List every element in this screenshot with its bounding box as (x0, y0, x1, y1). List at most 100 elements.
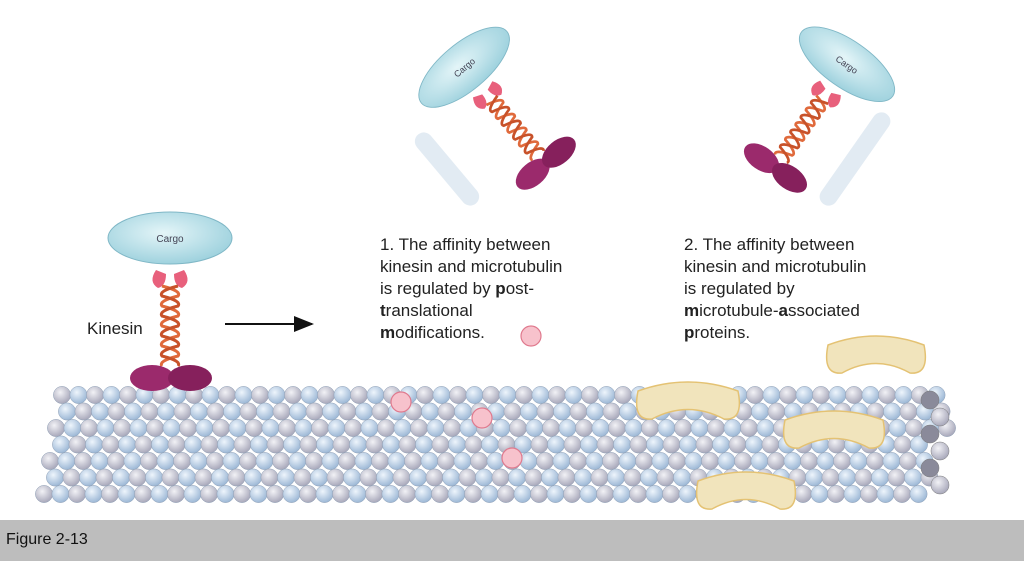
tubulin-subunit (552, 452, 571, 470)
tubulin-subunit (524, 468, 543, 487)
tubulin-subunit (767, 402, 786, 421)
tubulin-subunit (679, 435, 697, 454)
tubulin-subunit (322, 402, 340, 421)
tubulin-subunit (909, 485, 928, 503)
caption-maps-line4: microtubule-associated (684, 301, 860, 320)
tubulin-subunit (651, 452, 670, 470)
tubulin-subunit (239, 402, 258, 421)
motor-head (515, 158, 550, 190)
tubulin-subunit (150, 485, 169, 503)
tubulin-subunit (190, 402, 208, 421)
tubulin-subunit (35, 485, 53, 503)
tubulin-subunit (107, 452, 125, 470)
tubulin-subunit (612, 485, 631, 503)
tubulin-subunit (866, 452, 884, 470)
tubulin-subunit (486, 452, 505, 470)
tubulin-subunit (68, 485, 86, 503)
tubulin-subunit (354, 452, 373, 470)
kinesin-motor-panel2: Cargo (743, 26, 896, 193)
tubulin-subunit (746, 386, 764, 404)
tubulin-subunit (767, 452, 785, 470)
kinesin-microtubule-diagram: Cargo Cargo Cargo (35, 26, 956, 510)
figure-label: Figure 2-13 (6, 531, 88, 548)
tubulin-subunit (833, 452, 851, 470)
tubulin-subunit (195, 419, 214, 437)
tubulin-subunit (90, 452, 109, 470)
coiled-coil-stalk (488, 94, 546, 155)
tubulin-subunit (294, 419, 313, 437)
tubulin-subunit (349, 435, 367, 454)
tubulin-subunit (509, 419, 527, 437)
tubulin-subunit (156, 452, 175, 470)
motor-head (771, 162, 808, 193)
tubulin-subunit (266, 485, 284, 503)
tubulin-subunit (454, 402, 472, 421)
tubulin-subunit (300, 386, 319, 404)
tubulin-subunit (101, 435, 120, 454)
tubulin-subunit (392, 468, 411, 487)
tubulin-subunit (57, 452, 76, 470)
tubulin-subunit (756, 419, 775, 437)
tubulin-subunit (162, 419, 181, 437)
tubulin-subunit (140, 452, 158, 470)
tubulin-subunit (86, 386, 104, 404)
tubulin-subunit (305, 452, 323, 470)
tubulin-subunit (179, 419, 197, 437)
tubulin-subunit (47, 419, 65, 437)
tubulin-subunit (629, 485, 647, 503)
tubulin-subunit (795, 386, 814, 404)
tubulin-subunit (118, 435, 136, 454)
cargo-label: Cargo (156, 234, 184, 245)
tubulin-subunit (849, 452, 868, 470)
tubulin-subunit (404, 452, 422, 470)
tubulin-subunit (228, 419, 247, 437)
tubulin-subunit (854, 468, 873, 487)
light-chain (472, 94, 487, 109)
tubulin-subunit (519, 452, 538, 470)
caption-ptm: 1. The affinity between kinesin and micr… (380, 234, 562, 344)
tubulin-subunit (623, 468, 642, 487)
tubulin-subunit (707, 419, 725, 437)
tubulin-subunit (173, 452, 191, 470)
tubulin-subunit (371, 402, 390, 421)
tubulin-subunit (695, 435, 714, 454)
tubulin-subunit (91, 402, 109, 421)
tubulin-subunit (218, 386, 236, 404)
tubulin-subunit (548, 386, 566, 404)
tubulin-subunit (448, 435, 466, 454)
tubulin-subunit (431, 485, 449, 503)
tubulin-subunit (701, 452, 719, 470)
tubulin-subunit (828, 386, 847, 404)
tubulin-subunit (575, 419, 593, 437)
tubulin-subunit (58, 402, 76, 421)
tubulin-subunit (200, 485, 218, 503)
tubulin-subunit (305, 402, 324, 421)
tubulin-subunit (129, 419, 148, 437)
tubulin-subunit (267, 386, 286, 404)
tubulin-subunit (113, 419, 131, 437)
tubulin-subunit (883, 402, 901, 421)
tubulin-subunit (321, 452, 340, 470)
tubulin-subunit (124, 402, 142, 421)
tubulin-subunit (277, 468, 295, 487)
tubulin-subunit (442, 468, 460, 487)
tubulin-subunit (41, 452, 59, 470)
tubulin-subunit (173, 402, 192, 421)
tubulin-subunit (449, 386, 467, 404)
tubulin-subunit (69, 386, 88, 404)
tubulin-subunit (904, 468, 922, 487)
tubulin-subunit (497, 485, 515, 503)
tubulin-subunit (614, 386, 632, 404)
tubulin-subunit (107, 402, 126, 421)
light-chain (827, 92, 841, 108)
microtubule-fragment-panel2 (819, 112, 891, 206)
tubulin-subunit (371, 452, 389, 470)
motor-head (743, 143, 780, 174)
tubulin-subunit (382, 435, 400, 454)
motor-head (541, 136, 576, 168)
tubulin-subunit (117, 485, 136, 503)
tubulin-subunit (751, 402, 769, 421)
tubulin-subunit (750, 452, 769, 470)
caption-ptm-line5: modifications. (380, 323, 485, 342)
tubulin-subunit (558, 419, 577, 437)
